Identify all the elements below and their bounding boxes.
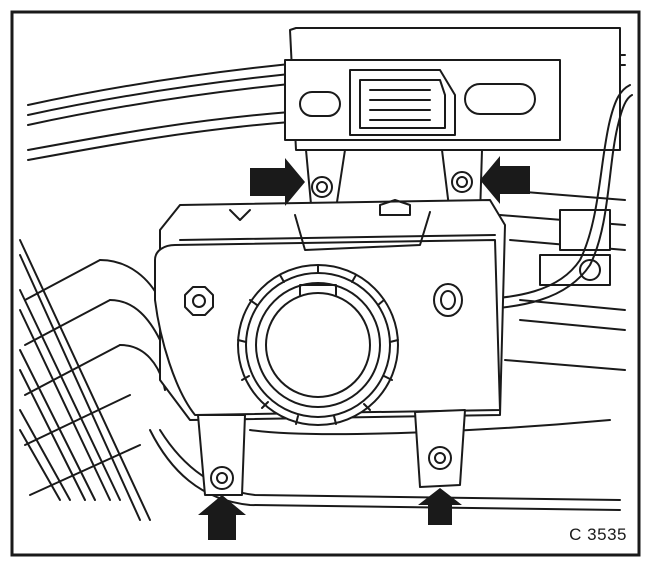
lower-right-mounting-leg (414, 409, 466, 488)
upper-support-bracket (284, 27, 621, 151)
adjuster-bolt-left (184, 286, 214, 316)
ring-grip-serrations (237, 264, 399, 425)
callout-arrow-lower-left (198, 495, 246, 540)
radiator-grille (19, 239, 166, 521)
callout-arrow-upper-left (250, 158, 305, 206)
right-body-structure (499, 189, 626, 371)
electrical-cable (454, 84, 633, 311)
lower-left-mounting-leg (197, 414, 246, 496)
bulb-cap-retaining-ring (237, 264, 399, 426)
bumper-lower-surround (149, 419, 621, 511)
callout-arrow-upper-right (480, 156, 530, 204)
callout-arrow-lower-right (418, 488, 462, 525)
figure-reference-code: C 3535 (567, 525, 629, 545)
cable-grommet (433, 283, 463, 317)
